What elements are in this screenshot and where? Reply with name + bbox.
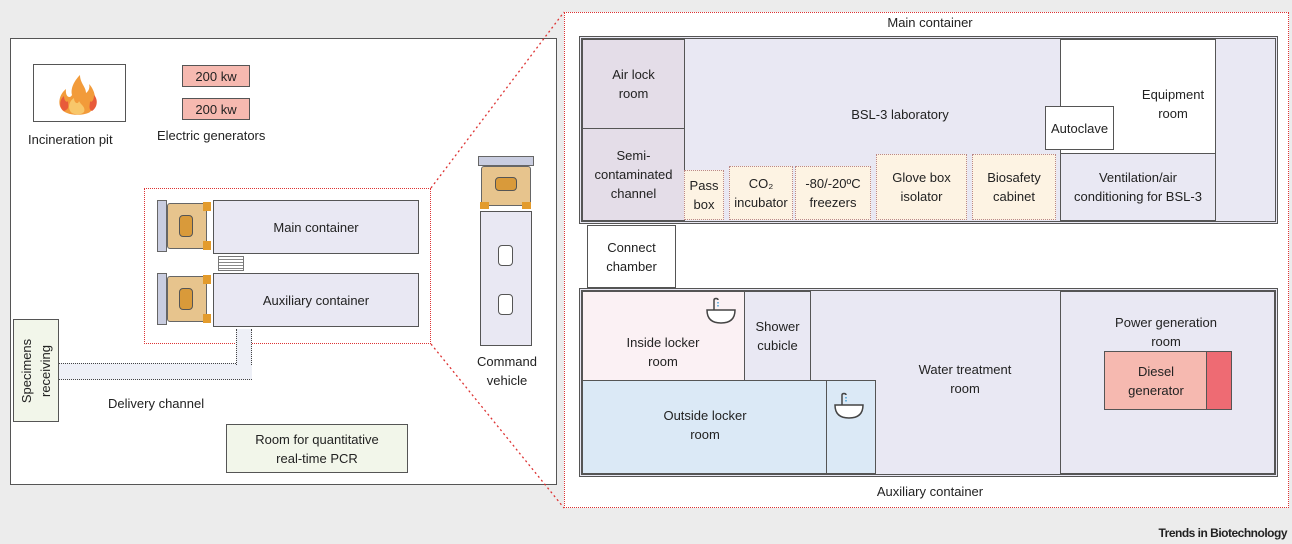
air-lock-room: Air lock room <box>582 39 685 129</box>
delivery-channel-label: Delivery channel <box>108 396 205 411</box>
auxiliary-container-title: Auxiliary container <box>876 484 984 499</box>
semi-contaminated-channel: Semi- contaminated channel <box>582 128 685 221</box>
generator-2: 200 kw <box>182 98 250 120</box>
inside-locker-room-label: Inside locker room <box>626 335 700 369</box>
vehicle-body <box>480 211 532 346</box>
specimens-receiving-box: Specimens receiving <box>13 319 59 422</box>
vehicle-bumper <box>478 156 534 166</box>
power-generation-room-label: Power generation room <box>1115 315 1217 349</box>
generator-1: 200 kw <box>182 65 250 87</box>
diesel-generator: Diesel generator <box>1104 351 1208 410</box>
truck-bumper <box>157 273 167 325</box>
diesel-generator-tank <box>1206 351 1232 410</box>
inside-locker-room <box>582 291 745 381</box>
wheel <box>480 202 489 209</box>
connect-chamber: Connect chamber <box>587 225 676 288</box>
auxiliary-container-left: Auxiliary container <box>213 273 419 327</box>
ventilation-room: Ventilation/air conditioning for BSL-3 <box>1060 153 1216 221</box>
main-container-truck: Main container <box>157 198 419 256</box>
main-container-title: Main container <box>887 15 973 30</box>
journal-credit: Trends in Biotechnology <box>1158 526 1287 540</box>
wheel <box>522 202 531 209</box>
shower-cubicle: Shower cubicle <box>744 291 811 381</box>
delivery-channel-riser <box>236 329 252 365</box>
main-container-left: Main container <box>213 200 419 254</box>
biosafety-cabinet: Biosafety cabinet <box>972 154 1056 220</box>
incineration-pit-label: Incineration pit <box>28 132 113 147</box>
bsl3-laboratory-label: BSL-3 laboratory <box>851 107 949 122</box>
sink-icon <box>706 297 736 324</box>
container-connector <box>218 256 244 271</box>
incineration-pit-box <box>33 64 126 122</box>
water-treatment-room-label: Water treatment room <box>918 362 1012 396</box>
autoclave: Autoclave <box>1045 106 1114 150</box>
fire-icon <box>59 75 97 115</box>
wheel <box>203 314 211 323</box>
electric-generators-label: Electric generators <box>157 128 266 143</box>
pcr-room: Room for quantitative real-time PCR <box>226 424 408 473</box>
delivery-channel <box>58 363 252 380</box>
wheel <box>203 241 211 250</box>
vehicle-window <box>498 245 513 266</box>
pass-box: Pass box <box>684 170 724 220</box>
vehicle-cab-window <box>495 177 517 191</box>
glove-box-isolator: Glove box isolator <box>876 154 967 220</box>
auxiliary-container-truck: Auxiliary container <box>157 271 419 329</box>
sink-alcove <box>826 380 876 474</box>
truck-bumper <box>157 200 167 252</box>
command-vehicle <box>476 156 538 346</box>
outside-locker-room-label: Outside locker room <box>663 408 747 442</box>
freezers: -80/-20ºC freezers <box>795 166 871 220</box>
sink-icon <box>834 392 864 419</box>
co2-incubator: CO₂ incubator <box>729 166 793 220</box>
truck-cab-window <box>179 288 193 310</box>
equipment-room-label: Equipment room <box>1141 87 1205 121</box>
wheel <box>203 202 211 211</box>
containers-highlight <box>144 188 431 344</box>
wheel <box>203 275 211 284</box>
truck-cab-window <box>179 215 193 237</box>
vehicle-window <box>498 294 513 315</box>
truck-cab <box>167 276 207 322</box>
command-vehicle-label: Command vehicle <box>477 354 537 388</box>
